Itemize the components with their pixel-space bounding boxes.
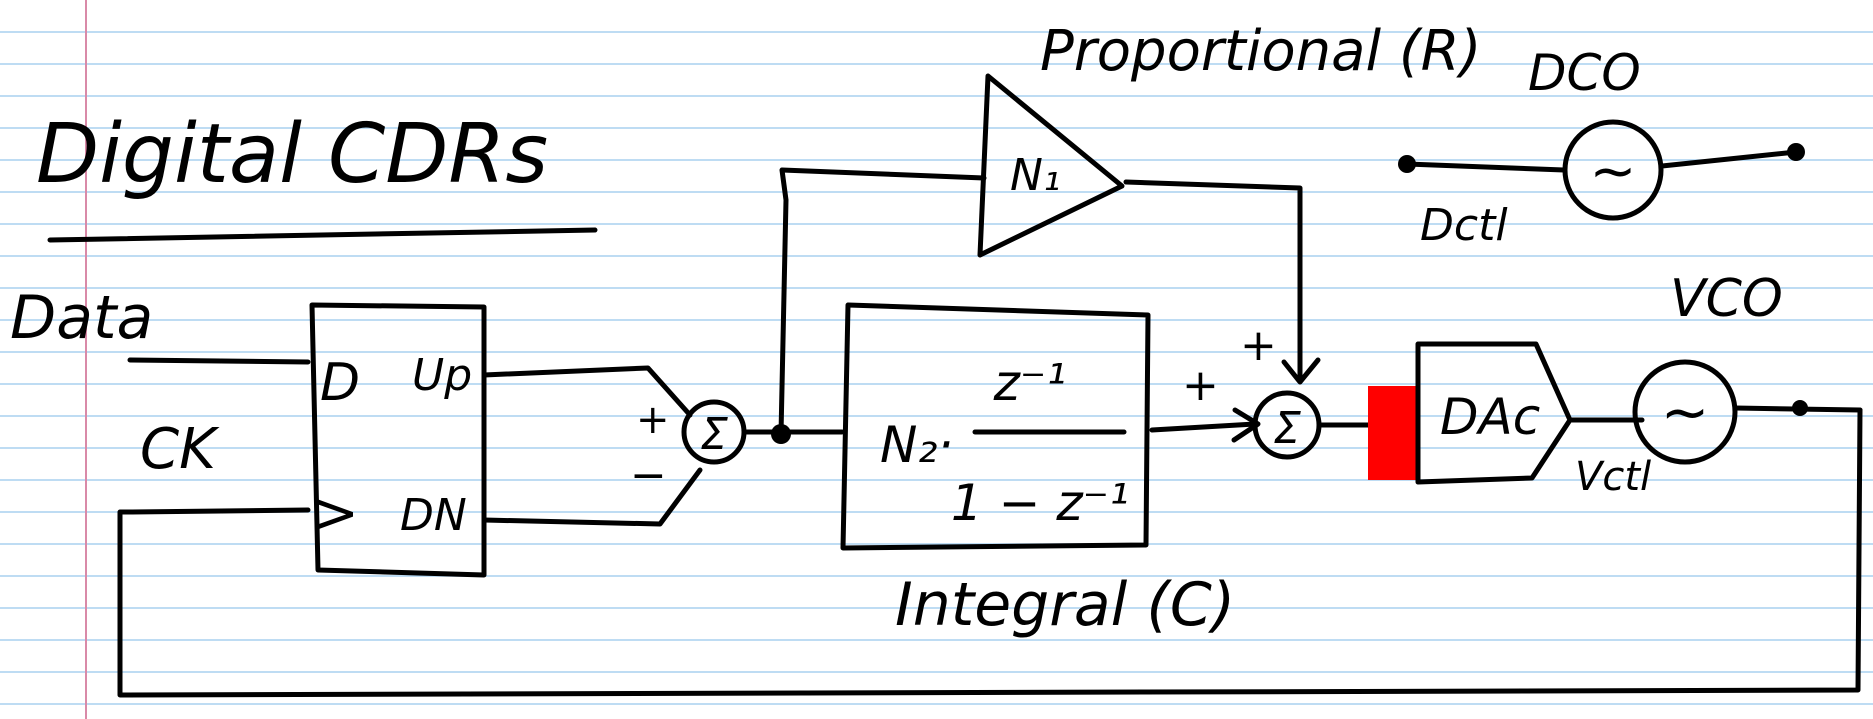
dac: DAc [1415, 341, 1573, 485]
summer-1-minus: − [630, 450, 667, 501]
proportional-gain: N₁ [1010, 150, 1061, 201]
dac-output-label: Vctl [1575, 454, 1651, 500]
up-wire [481, 365, 693, 418]
dco-right-terminal [1787, 143, 1805, 161]
integral-output-wire [1149, 421, 1258, 433]
vco-circle [1632, 359, 1738, 465]
proportional-feed-wire [778, 167, 987, 437]
integral-denominator: 1 − z⁻¹ [951, 474, 1129, 532]
pd-pin-clk: > [312, 481, 359, 546]
integral-box [840, 302, 1151, 551]
proportional-amplifier: N₁ [977, 73, 1125, 258]
dco-symbol: ~ [1590, 139, 1637, 204]
dac-label: DAc [1440, 388, 1540, 446]
summer-2-plus-left: + [1182, 360, 1219, 411]
summer-1-symbol: Σ [700, 409, 728, 460]
integral-numerator: z⁻¹ [993, 354, 1067, 412]
feedback-wire [117, 407, 1863, 698]
title: Digital CDRs [36, 107, 548, 202]
dco-input-wire [1404, 161, 1567, 173]
summer-2-plus-top: + [1240, 320, 1277, 371]
dco-label: DCO [1528, 44, 1641, 102]
proportional-arrowhead [1281, 357, 1321, 385]
data-label: Data [10, 283, 153, 353]
red-highlight-marker [1368, 386, 1420, 480]
proportional-triangle [977, 73, 1125, 258]
pd-pin-d: D [320, 353, 360, 413]
vco: ~ VCO [1632, 269, 1783, 465]
integral-block: N₂· z⁻¹ 1 − z⁻¹ [840, 302, 1151, 551]
summer-2-symbol: Σ [1273, 403, 1301, 454]
phase-detector-box [309, 302, 487, 578]
dco-legend: DCO ~ Dctl [1398, 44, 1805, 251]
vco-symbol: ~ [1661, 378, 1710, 446]
integral-arrowhead [1231, 407, 1261, 443]
data-wire [127, 357, 311, 365]
dco-output-wire [1659, 149, 1799, 169]
vco-label: VCO [1670, 269, 1783, 329]
clock-label: CK [140, 417, 220, 482]
dn-wire [481, 467, 703, 527]
vco-output-dot [1792, 400, 1808, 416]
summer-1-plus: + [636, 397, 670, 443]
pd-pin-up: Up [412, 350, 472, 401]
dco-control-label: Dctl [1420, 200, 1508, 251]
title-underline [47, 227, 598, 243]
integral-gain: N₂· [880, 416, 953, 474]
dac-shape [1415, 341, 1573, 485]
summer-1: Σ + − [630, 397, 747, 501]
summer-2: Σ + + [1182, 320, 1322, 460]
clock-wire [129, 507, 311, 515]
phase-detector: D > Up DN [309, 302, 487, 578]
proportional-label: Proportional (R) [1040, 19, 1481, 84]
integral-label: Integral (C) [895, 570, 1235, 640]
pd-pin-dn: DN [400, 490, 467, 541]
proportional-output-wire [1123, 179, 1303, 383]
dco-circle [1562, 119, 1664, 221]
